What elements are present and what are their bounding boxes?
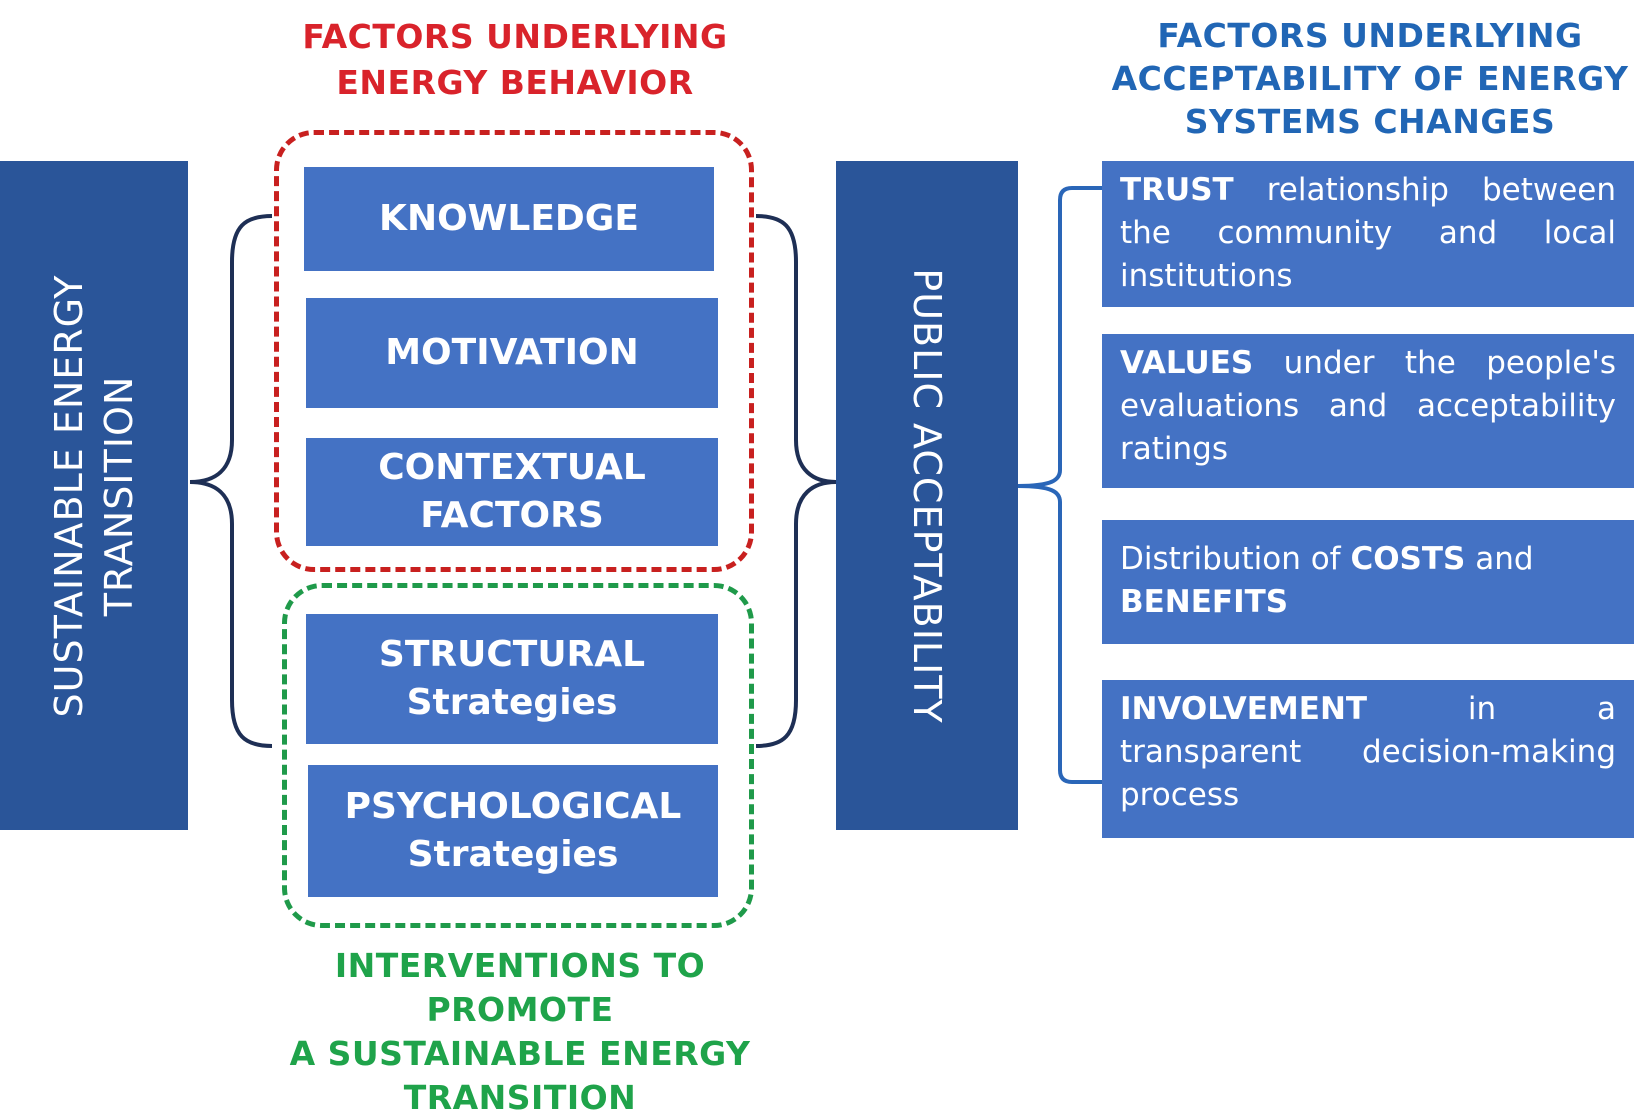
values-keyword: VALUES [1120, 345, 1254, 381]
contextual-factors-box: CONTEXTUAL FACTORS [306, 438, 718, 546]
motivation-box: MOTIVATION [306, 298, 718, 408]
psychological-strategies-box: PSYCHOLOGICAL Strategies [308, 765, 718, 897]
bracket-lines [189, 186, 1102, 784]
values-factor-box: VALUES under the people's evaluations an… [1102, 334, 1634, 488]
trust-factor-box: TRUST relationship between the community… [1102, 161, 1634, 307]
middle-brace [755, 214, 837, 748]
energy-behavior-group [274, 130, 754, 572]
right-bracket [1017, 186, 1102, 784]
knowledge-box: KNOWLEDGE [304, 167, 714, 271]
costs-keyword: COSTS [1350, 541, 1466, 577]
interventions-group [282, 583, 754, 928]
acceptability-factors-heading: FACTORS UNDERLYING ACCEPTABILITY OF ENER… [1111, 16, 1629, 141]
public-acceptability-bar: PUBLIC ACCEPTABILITY [836, 161, 1018, 830]
benefits-keyword: BENEFITS [1120, 584, 1289, 620]
involvement-factor-box: INVOLVEMENT in a transparent decision-ma… [1102, 680, 1634, 838]
sustainable-energy-transition-bar: SUSTAINABLE ENERGY TRANSITION [0, 161, 188, 830]
involvement-keyword: INVOLVEMENT [1120, 691, 1368, 727]
left-brace [189, 214, 273, 748]
structural-strategies-box: STRUCTURAL Strategies [306, 614, 718, 744]
costs-benefits-factor-box: Distribution of COSTS and BENEFITS [1102, 520, 1634, 644]
behavior-factors-heading: FACTORS UNDERLYING ENERGY BEHAVIOR [302, 17, 728, 102]
trust-keyword: TRUST [1120, 172, 1234, 208]
